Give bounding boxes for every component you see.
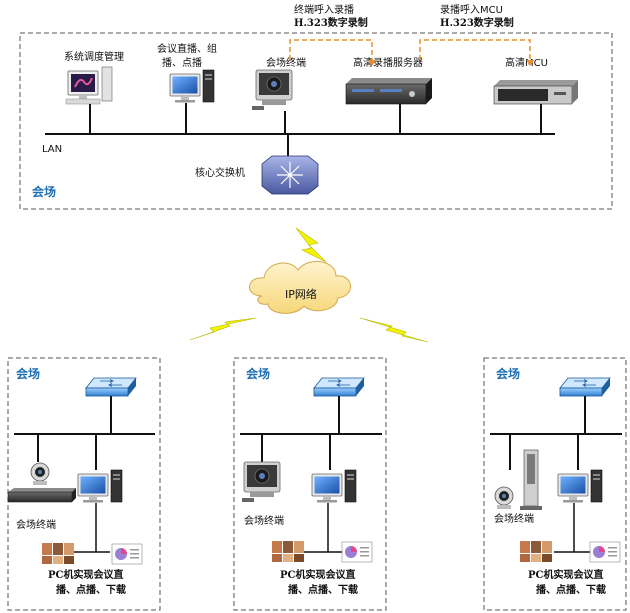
venue-terminal-icon [252,69,293,110]
conference-pc-icon [169,69,215,103]
site-1-pc-label-1: PC机实现会议直 [48,568,123,581]
site-1-switch-icon [85,377,137,397]
site-3-switch-icon [559,377,611,397]
site-3: 会场 会场终端 PC机实现会议直 播、点播、下载 [483,357,627,611]
site-3-pc-icon [557,469,603,503]
top-site-frame [19,32,613,210]
site-3-pc-label-2: 播、点播、下载 [536,583,606,596]
site-2-chart-thumbnail [341,541,373,563]
conference-label-1: 会议直播、组 [157,42,217,55]
site-3-terminal-label: 会场终端 [494,512,534,525]
dispatch-pc-icon [65,66,113,105]
site-1-photo-thumbnails [42,543,74,564]
annotation-arrowhead-1 [368,60,376,66]
site-1-pc-icon [77,469,123,503]
lan-label: LAN [42,144,62,155]
hd-mcu-label: 高清MCU [505,56,548,69]
annotation-arrow-2 [419,39,531,60]
site-2-switch-icon [313,377,365,397]
annotation-1-line1: 终端呼入录播 [294,3,354,16]
hd-mcu-icon [493,80,578,105]
site-2-pc-icon [311,469,357,503]
site-2-frame [233,357,387,611]
site-1-terminal-label: 会场终端 [16,518,56,531]
lightning-top-icon [295,227,327,263]
site-2-pc-label-1: PC机实现会议直 [280,568,355,581]
site-1: 会场 会场终端 PC机实现会议直 播、点播、下载 [7,357,161,611]
site-1-frame [7,357,161,611]
site-1-zone-label: 会场 [16,366,40,381]
site-3-zone-label: 会场 [496,366,520,381]
top-site-zone-label: 会场 [32,184,56,199]
site-3-terminal-icon [494,449,542,510]
annotation-2-line1: 录播呼入MCU [440,3,503,16]
site-2-terminal-icon [242,461,281,502]
site-3-frame [483,357,627,611]
ip-cloud-label: IP网络 [285,287,317,301]
site-1-pc-label-2: 播、点播、下载 [56,583,126,596]
annotation-arrowhead-2 [526,60,534,66]
site-2-photo-thumbnails [272,541,304,562]
site-2-terminal-label: 会场终端 [244,514,284,527]
ip-cloud-icon [249,261,351,314]
core-switch-icon [261,155,319,195]
site-2: 会场 会场终端 PC机实现会议直 播、点播、下载 [233,357,387,611]
site-2-zone-label: 会场 [246,366,270,381]
site-1-chart-thumbnail [111,543,143,565]
lightning-right-icon [359,317,429,343]
terminal-label: 会场终端 [266,56,306,69]
hd-server-icon [345,78,432,105]
site-1-terminal-icon [7,462,76,503]
conference-label-2: 播、点播 [162,56,202,69]
site-2-pc-label-2: 播、点播、下载 [288,583,358,596]
annotation-arrow-1 [289,39,373,60]
site-3-chart-thumbnail [589,541,621,563]
core-switch-label: 核心交换机 [195,166,245,179]
site-3-pc-label-1: PC机实现会议直 [528,568,603,581]
dispatch-label: 系统调度管理 [64,50,124,63]
annotation-2-line2: H.323数字录制 [440,16,514,29]
site-3-photo-thumbnails [520,541,552,562]
hd-server-label: 高清录播服务器 [353,56,423,69]
lightning-left-icon [189,317,257,341]
annotation-1-line2: H.323数字录制 [294,16,368,29]
